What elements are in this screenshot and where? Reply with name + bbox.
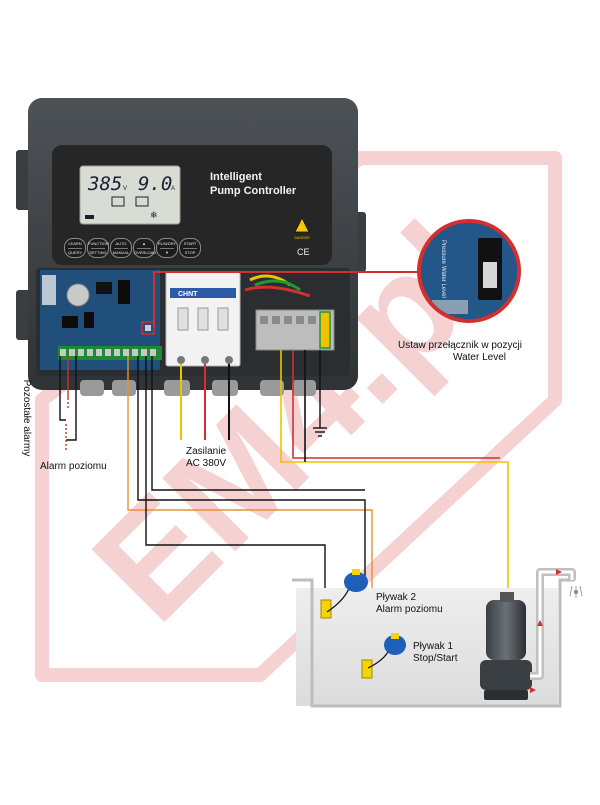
pump-base [484,690,528,700]
button-label-top: LEARN [68,241,82,246]
warning-triangle-icon [294,217,310,233]
switch-note-line2: Water Level [453,352,506,363]
lightning-icon: ⚡ [298,223,307,232]
button-label-top: START [183,241,197,246]
cable-glands [80,380,316,396]
flow-arrow-right [556,569,562,575]
zoom-switch-toggle [483,262,497,288]
ce-mark: CE [297,247,310,257]
controller-title-line1: Intelligent [210,171,262,183]
flow-arrow-up [537,620,543,626]
breaker-screw-3 [225,356,233,364]
breaker-screw-1 [177,356,185,364]
breaker-brand: CHNT [178,291,198,298]
lcd-current: 9.0 [138,173,172,195]
up-overload-button[interactable]: ▲ OVERLOAD [133,238,157,258]
float2-weight [320,599,332,619]
float2-label-line1: Pływak 2 [376,592,417,603]
lcd-tank-icon [135,196,149,207]
button-label-top: RUN/DRY [157,241,177,246]
button-label-top: AUTO [115,241,127,246]
lcd-voltage: 385 [87,173,122,195]
internal-wire-red [244,285,311,298]
float2-ball [344,572,368,592]
lcd-mode-icon [85,215,94,219]
pump-motor [486,600,526,660]
ground-terminal [319,311,331,349]
signal-terminal-strip [58,346,162,360]
button-label-bottom: OVERLOAD [134,250,157,255]
wire-float1-orange [127,356,373,645]
button-label-bottom: MANUAL [112,250,130,255]
button-label-top: FUNCTION [88,241,109,246]
learn-query-button[interactable]: LEARN QUERY [64,238,86,258]
auto-manual-button[interactable]: AUTO MANUAL [110,238,132,258]
other-alarms-label: Pozostałe alarmy [21,379,32,457]
pcb-chip-1 [96,282,112,294]
warning-text: DANGER [295,236,310,240]
start-stop-button[interactable]: START STOP [179,238,201,258]
watermark-frame [35,151,562,682]
button-label-bottom: ▼ [165,250,169,255]
flow-arrow-in [530,687,536,693]
button-label-top: ▲ [142,241,146,246]
power-terminal-block [255,309,335,351]
power-supply-line1: Zasilanie [186,446,227,457]
switch-callout-line [153,271,425,328]
lcd-display: 385 V 9.0 A ❄ [79,165,181,225]
breaker-label [170,288,236,298]
float1-weight [361,659,373,679]
float2-cap [352,569,360,575]
function-setting-button[interactable]: FUNCTION SETTING [87,238,109,258]
breaker-lever-3 [217,307,229,331]
submersible-pump [480,592,532,700]
tank [292,568,583,708]
switch-zoom: Pressure Water Level [417,219,521,323]
switch-note-line1: Ustaw przełącznik w pozycji [398,340,522,351]
pcb-relay [118,280,130,304]
button-label-bottom: STOP [184,250,196,255]
pcb-chip-2 [62,316,78,328]
pcb-label-sticker [42,275,56,305]
zoom-label-pressure: Pressure [440,240,446,265]
mode-switch [145,325,151,331]
wire-other-alarms-1 [59,356,66,421]
wire-float2-black [145,356,326,600]
float1-label-line2: Stop/Start [413,653,458,664]
controller-enclosure: 385 V 9.0 A ❄ Intelligent Pump Controlle… [16,98,425,396]
backup-battery [66,283,90,307]
controller-title-line2: Pump Controller [210,185,297,197]
rundry-down-button[interactable]: RUN/DRY ▼ [156,238,178,258]
pcb-chip-3 [84,312,94,328]
wire-pump-yellow [280,350,509,600]
float1-label-line1: Pływak 1 [413,641,454,652]
lcd-current-unit: A [171,186,175,192]
lcd-pump-icon [111,196,125,207]
pump-handle [500,592,514,602]
front-panel-buttons: LEARN QUERY FUNCTION SETTING AUTO MANUAL… [64,238,201,260]
discharge-pipe [530,568,583,693]
wire-pump-red [292,350,500,459]
breaker-lever-2 [197,307,209,331]
float1-ball [384,635,406,655]
breaker-lever-1 [177,307,189,331]
float2-label-line2: Alarm poziomu [376,604,443,615]
button-label-bottom: SETTING [89,250,107,255]
wire-level-alarm-1 [66,356,77,441]
power-supply-line2: AC 380V [186,458,227,469]
wire-float-common [151,356,365,491]
button-label-bottom: QUERY [67,250,83,255]
circuit-breaker: CHNT [165,271,241,367]
breaker-screw-2 [201,356,209,364]
pump-volute [480,660,532,690]
float1-cap [391,633,399,639]
lcd-voltage-unit: V [123,186,127,192]
level-alarm-label: Alarm poziomu [40,461,107,472]
zoom-label-water: Water Level [440,266,446,298]
lcd-snowflake-icon: ❄ [150,211,158,221]
tank-walls [292,578,575,708]
internal-wire-green [254,279,301,292]
